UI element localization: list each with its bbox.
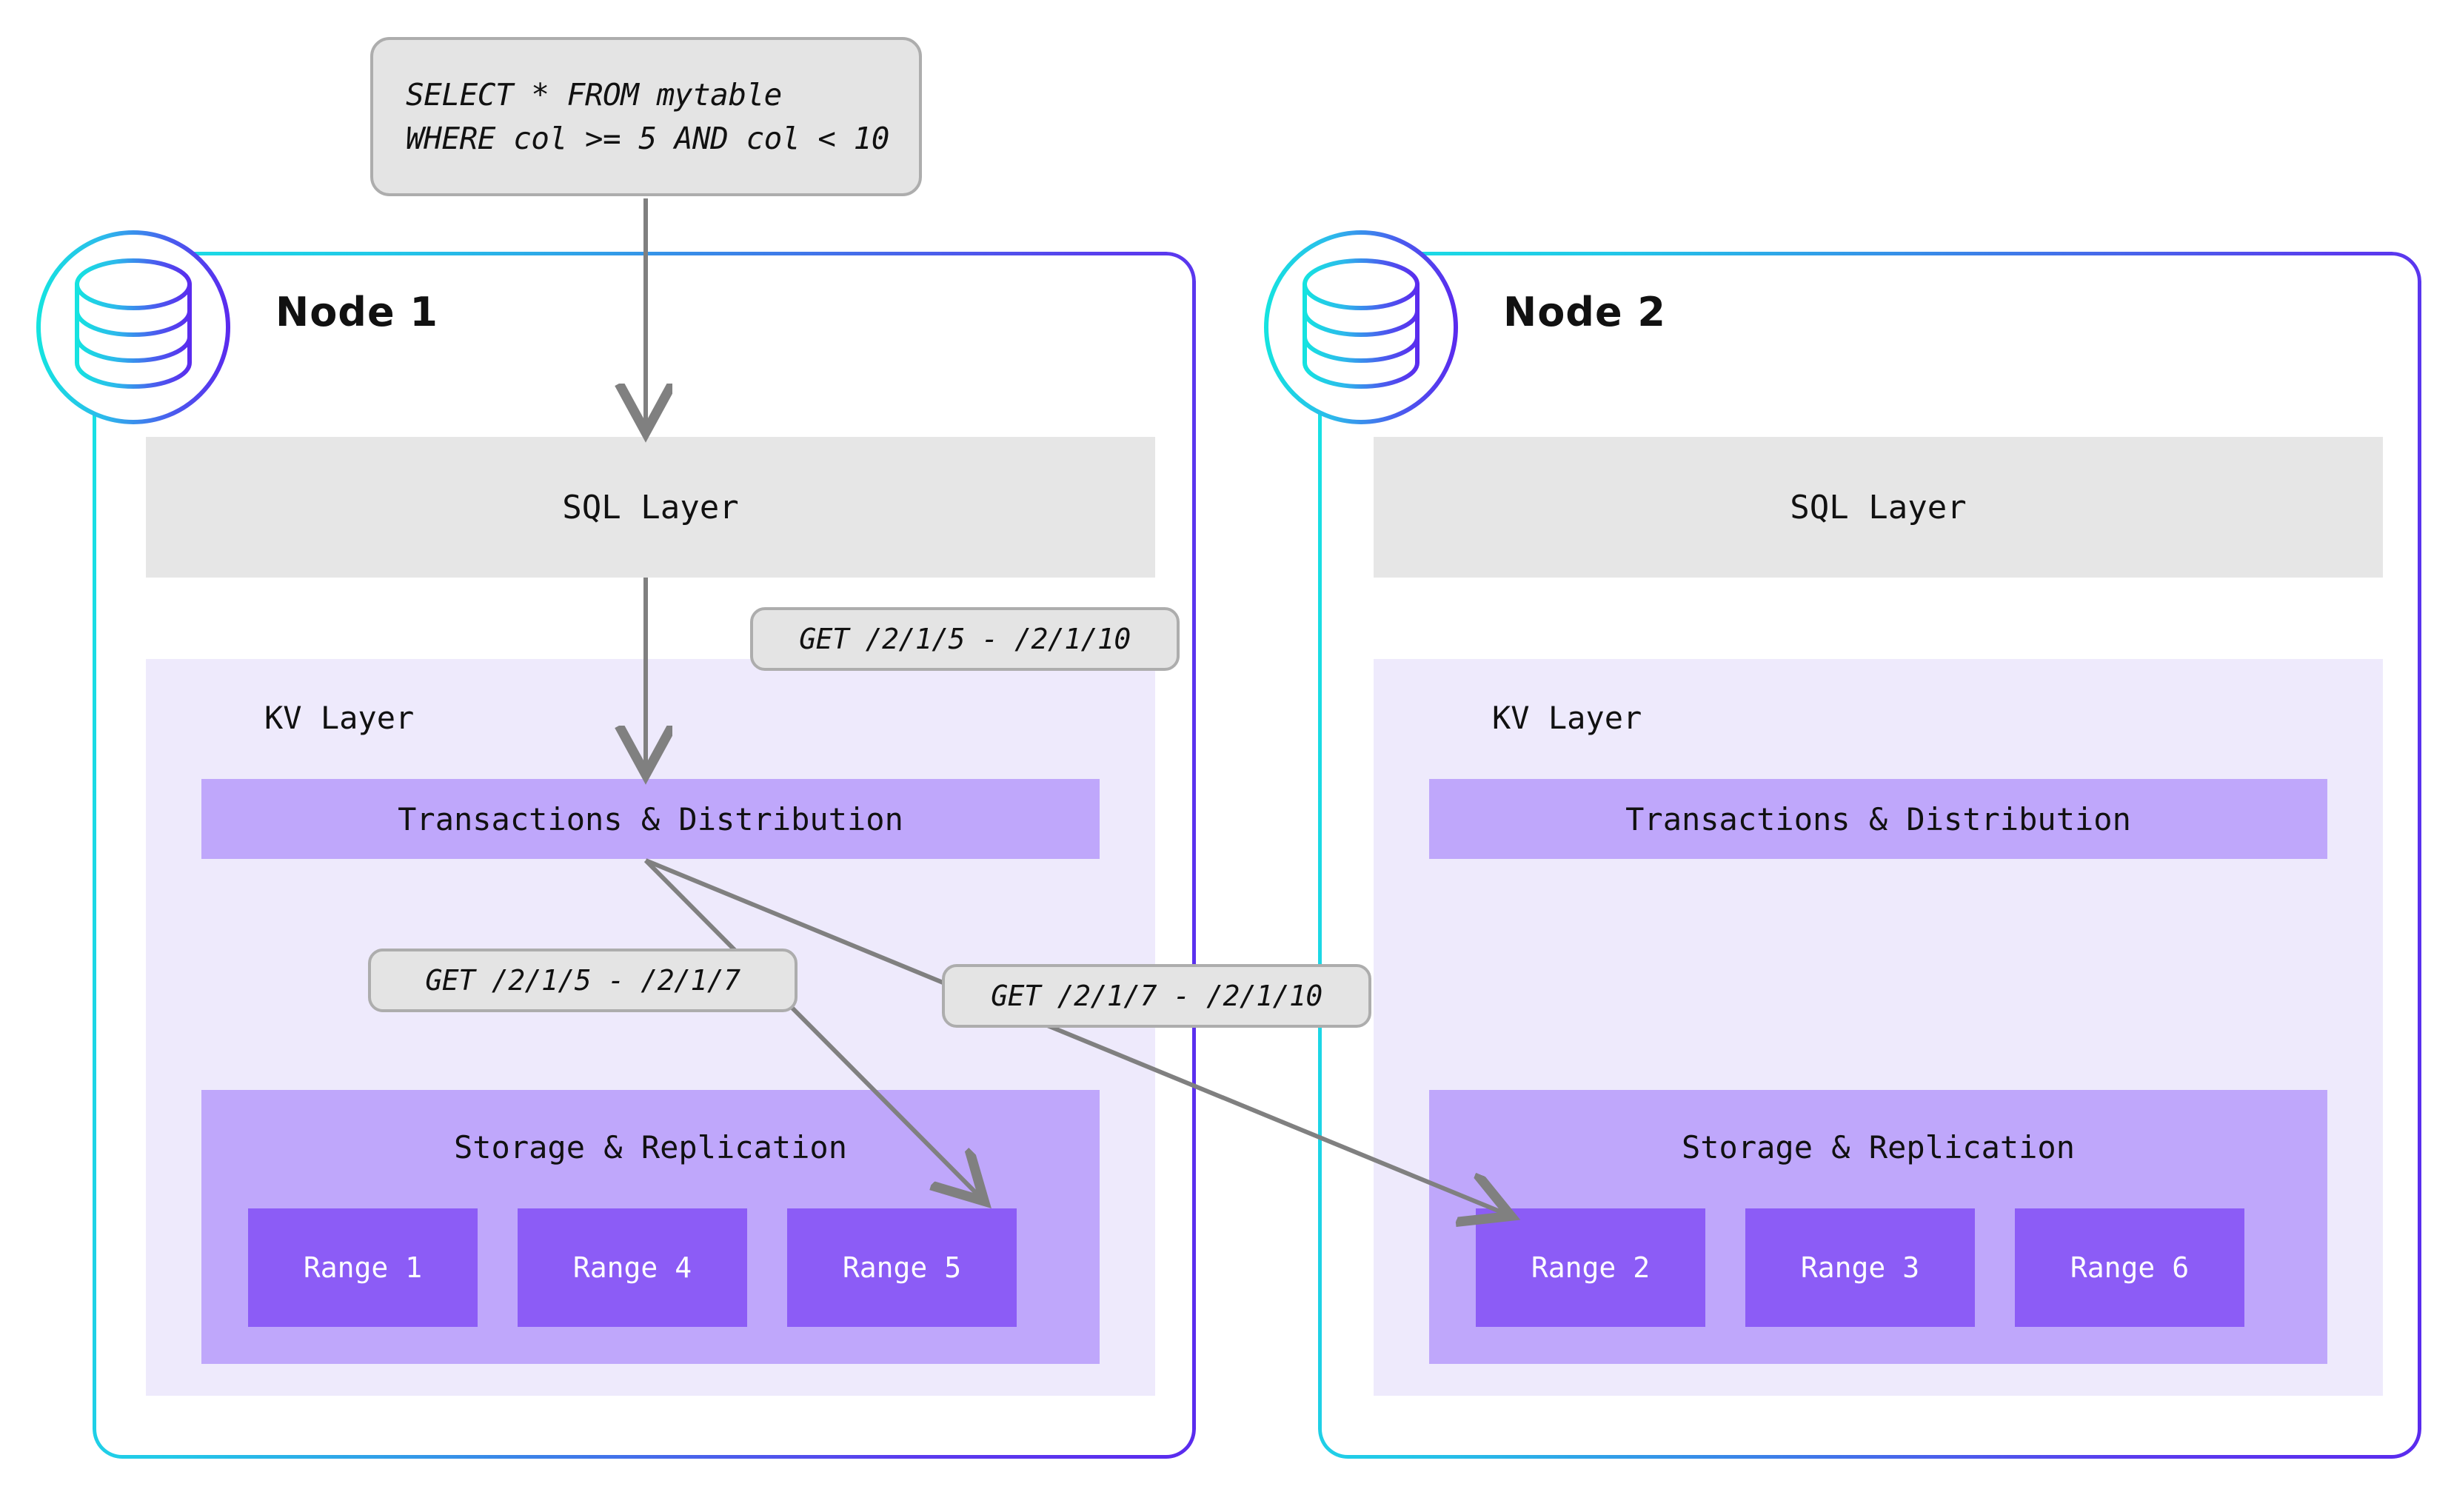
get-label-sql-to-kv: GET /2/1/5 - /2/1/10 — [750, 607, 1180, 671]
range-tile[interactable]: Range 1 — [248, 1208, 478, 1327]
node-2-range-row: Range 2 Range 3 Range 6 — [1476, 1208, 2244, 1327]
range-tile[interactable]: Range 2 — [1476, 1208, 1705, 1327]
database-cylinder-icon — [36, 230, 230, 424]
get-label-local-range: GET /2/1/5 - /2/1/7 — [368, 949, 798, 1012]
range-tile[interactable]: Range 4 — [518, 1208, 747, 1327]
node-2-title: Node 2 — [1503, 289, 1666, 335]
node-1-title: Node 1 — [275, 289, 438, 335]
get-label-remote-range: GET /2/1/7 - /2/1/10 — [942, 964, 1371, 1028]
range-tile[interactable]: Range 5 — [787, 1208, 1017, 1327]
node-1-kv-layer-label: KV Layer — [264, 700, 415, 736]
sql-query-line-1: SELECT * FROM mytable — [406, 77, 782, 113]
node-2-transactions-distribution: Transactions & Distribution — [1429, 779, 2327, 859]
node-2-sql-layer: SQL Layer — [1374, 437, 2383, 578]
node-1-sql-layer: SQL Layer — [146, 437, 1155, 578]
sql-query-callout: SELECT * FROM mytable WHERE col >= 5 AND… — [370, 37, 922, 196]
node-2-storage-replication-label: Storage & Replication — [1681, 1129, 2075, 1165]
node-2-kv-layer-label: KV Layer — [1492, 700, 1642, 736]
database-cylinder-icon — [1264, 230, 1458, 424]
range-tile[interactable]: Range 6 — [2015, 1208, 2244, 1327]
node-1-storage-replication-label: Storage & Replication — [453, 1129, 847, 1165]
sql-query-line-2: WHERE col >= 5 AND col < 10 — [406, 120, 889, 156]
node-1-transactions-distribution: Transactions & Distribution — [201, 779, 1100, 859]
node-1-range-row: Range 1 Range 4 Range 5 — [248, 1208, 1017, 1327]
range-tile[interactable]: Range 3 — [1745, 1208, 1975, 1327]
